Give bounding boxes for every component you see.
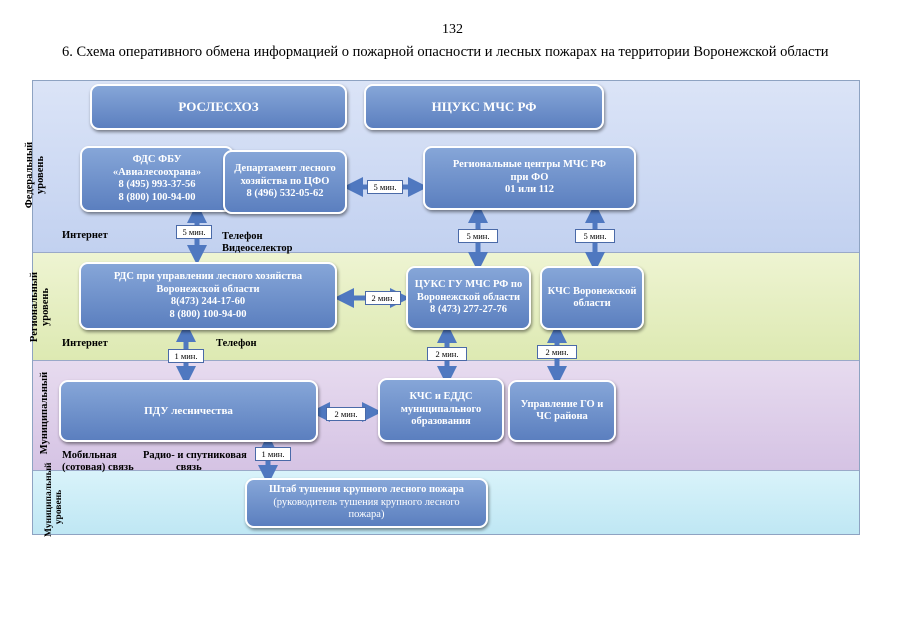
time-tag-rds-pdu: 1 мин.: [168, 349, 204, 363]
rds-box: РДС при управлении лесного хозяйства Вор…: [79, 262, 337, 330]
department-line-1: Департамент лесного: [234, 163, 336, 175]
rds-line-3: 8(473) 244-17-60: [170, 296, 246, 307]
federal-level-label: Федеральный уровень: [24, 125, 48, 225]
page-number: 132: [442, 22, 463, 37]
tsuks-box: ЦУКС ГУ МЧС РФ по Воронежской области 8 …: [406, 266, 531, 330]
time-tag-pdu-kchs-edds: 2 мин.: [326, 407, 366, 421]
note-mobile-line-1: Мобильная: [62, 450, 117, 461]
municipal-level-text: Муниципальный: [39, 371, 50, 455]
pdu-box: ПДУ лесничества: [59, 380, 318, 442]
roslesхoz-label: РОСЛЕСХОЗ: [178, 98, 259, 114]
upravlenie-go-line-2: ЧС района: [536, 411, 588, 422]
rds-line-4: 8 (800) 100-94-00: [169, 308, 247, 320]
shtab-line-1: Штаб тушения крупного лесного пожара: [269, 484, 464, 496]
time-tag-tsuks-kchs-edds: 2 мин.: [427, 347, 467, 361]
time-tag-centers-kchs: 5 мин.: [575, 229, 615, 243]
note-phone-federal: Телефон: [222, 231, 263, 242]
tsuks-line-1: ЦУКС ГУ МЧС РФ по: [414, 279, 523, 291]
upravlenie-go-box: Управление ГО и ЧС района: [508, 380, 616, 442]
roslesхoz-box: РОСЛЕСХОЗ: [90, 84, 347, 130]
kchs-edds-line-2: муниципального: [400, 403, 482, 415]
pdu-label: ПДУ лесничества: [144, 404, 233, 417]
fds-line-2: «Авиалесоохрана»: [112, 166, 202, 178]
time-tag-rds-tsuks: 2 мин.: [365, 291, 401, 305]
fds-line-1: ФДС ФБУ: [132, 154, 182, 165]
note-internet-federal: Интернет: [62, 230, 108, 241]
note-radio-line-1: Радио- и спутниковая: [143, 450, 247, 461]
rds-line-1: РДС при управлении лесного хозяйства: [113, 271, 303, 282]
fds-box: ФДС ФБУ «Авиалесоохрана» 8 (495) 993-37-…: [80, 146, 234, 212]
ntsuks-label: НЦУКС МЧС РФ: [431, 98, 537, 114]
regional-centers-line-1: Региональные центры МЧС РФ: [452, 159, 607, 171]
regional-centers-line-2: при ФО: [510, 171, 549, 183]
department-line-2: хозяйства по ЦФО: [240, 175, 330, 187]
time-tag-kchs-upravlenie: 2 мин.: [537, 345, 577, 359]
department-box: Департамент лесного хозяйства по ЦФО 8 (…: [223, 150, 347, 214]
fds-line-3: 8 (495) 993-37-56: [118, 179, 196, 190]
note-radio-line-2: связь: [176, 462, 202, 473]
time-tag-fds-rds: 5 мин.: [176, 225, 212, 239]
department-line-3: 8 (496) 532-05-62: [246, 188, 324, 200]
federal-level-text: Федеральный уровень: [24, 141, 46, 209]
regional-centers-box: Региональные центры МЧС РФ при ФО 01 или…: [423, 146, 636, 210]
kchs-region-line-2: области: [573, 298, 611, 309]
time-tag-pdu-shtab: 1 мин.: [255, 447, 291, 461]
rds-line-2: Воронежской области: [156, 283, 260, 295]
time-tag-dept-centers: 5 мин.: [367, 180, 403, 194]
regional-centers-line-3: 01 или 112: [505, 184, 554, 196]
kchs-edds-line-3: образования: [411, 416, 471, 428]
municipal-level-2-label: Муниципальный уровень: [44, 462, 82, 537]
fds-line-4: 8 (800) 100-94-00: [118, 191, 196, 203]
tsuks-line-2: Воронежской области: [416, 291, 521, 303]
kchs-region-box: КЧС Воронежской области: [540, 266, 644, 330]
note-internet-regional: Интернет: [62, 338, 108, 349]
note-videoselector: Видеоселектор: [222, 243, 293, 254]
time-tag-centers-tsuks: 5 мин.: [458, 229, 498, 243]
tsuks-line-3: 8 (473) 277-27-76: [430, 304, 507, 316]
ntsuks-box: НЦУКС МЧС РФ: [364, 84, 604, 130]
note-phone-regional: Телефон: [216, 338, 257, 349]
municipal-level-label: Муниципальный: [39, 363, 53, 463]
regional-level-text: Региональный уровень: [29, 271, 51, 343]
document-title: 6. Схема оперативного обмена информацией…: [62, 44, 829, 60]
kchs-region-line-1: КЧС Воронежской: [547, 285, 637, 297]
note-mobile-line-2: (сотовая) связь: [62, 462, 134, 473]
shtab-line-2: (руководитель тушения крупного лесного: [273, 496, 460, 508]
regional-level-label: Региональный уровень: [29, 257, 53, 357]
kchs-edds-box: КЧС и ЕДДС муниципального образования: [378, 378, 504, 442]
shtab-line-3: пожара): [348, 509, 385, 521]
upravlenie-go-line-1: Управление ГО и: [520, 398, 604, 410]
kchs-edds-line-1: КЧС и ЕДДС: [409, 391, 473, 403]
shtab-box: Штаб тушения крупного лесного пожара (ру…: [245, 478, 488, 528]
